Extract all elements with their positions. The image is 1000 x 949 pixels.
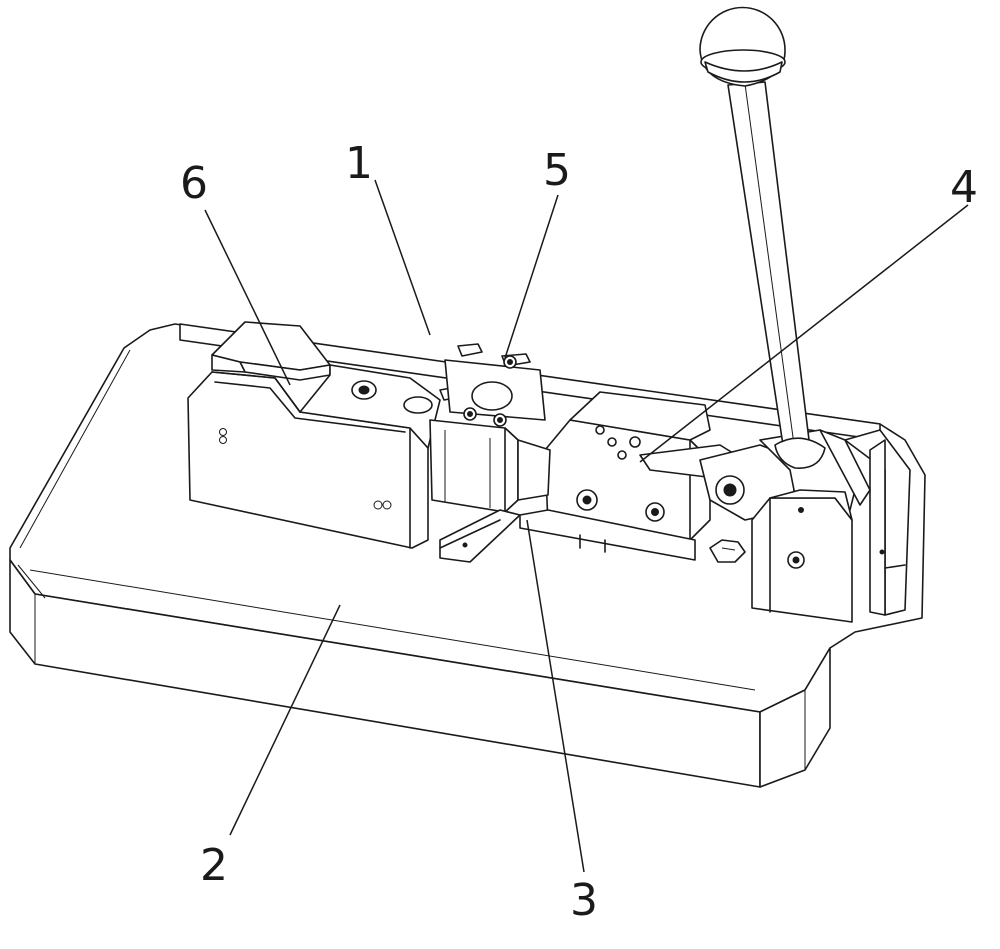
callout-6: 6 bbox=[180, 158, 208, 209]
callout-5: 5 bbox=[543, 145, 571, 196]
left-clamp-block bbox=[187, 321, 441, 549]
leader-4 bbox=[639, 204, 969, 463]
callout-3: 3 bbox=[570, 875, 598, 926]
handle-lever bbox=[699, 6, 826, 469]
callout-2: 2 bbox=[200, 840, 228, 891]
leader-1 bbox=[374, 179, 431, 336]
leader-5 bbox=[504, 194, 559, 359]
callout-labels: 1 6 5 4 2 3 bbox=[180, 138, 978, 926]
right-post-block bbox=[751, 489, 853, 623]
right-bracket bbox=[844, 429, 911, 621]
leader-3 bbox=[526, 519, 585, 873]
leader-2 bbox=[229, 604, 341, 836]
terminal-holder bbox=[429, 343, 546, 563]
leader-6 bbox=[204, 209, 291, 386]
callout-4: 4 bbox=[950, 162, 978, 213]
leader-lines bbox=[204, 179, 969, 873]
callout-1: 1 bbox=[345, 138, 373, 189]
